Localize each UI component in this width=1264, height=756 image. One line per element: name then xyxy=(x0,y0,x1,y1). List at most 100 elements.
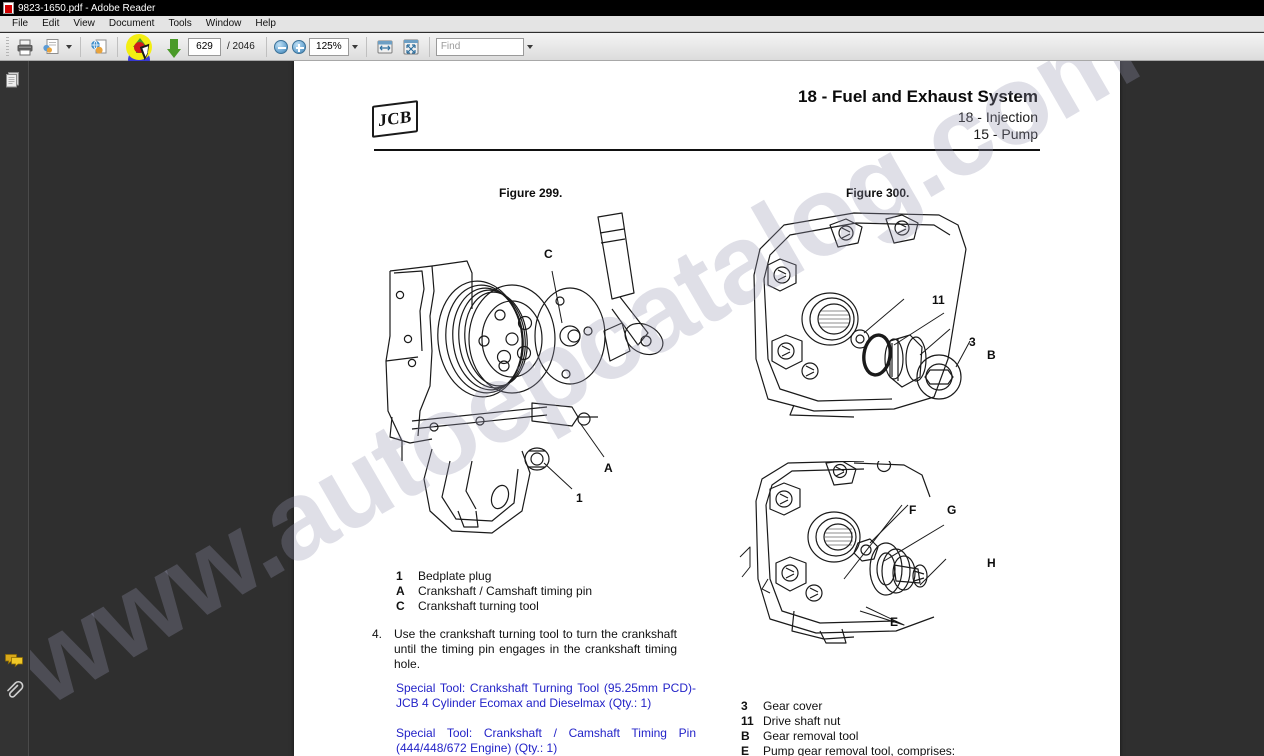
attachments-panel-button[interactable] xyxy=(4,680,24,700)
legend-text: Crankshaft turning tool xyxy=(418,599,539,613)
zoom-out-circle-icon xyxy=(273,39,288,54)
email-dropdown-caret-icon[interactable] xyxy=(66,44,72,49)
zoom-level-input[interactable]: 125% xyxy=(308,37,349,56)
legend-key: E xyxy=(741,744,750,756)
legend-row: 11 Drive shaft nut xyxy=(741,714,1071,729)
green-down-arrow-icon xyxy=(167,48,181,58)
menu-item-document[interactable]: Document xyxy=(108,18,155,29)
toolbar-separator-3 xyxy=(265,36,267,57)
printer-icon xyxy=(17,39,33,55)
legend-row: A Crankshaft / Camshaft timing pin xyxy=(396,584,696,599)
page-title: 18 - Fuel and Exhaust System xyxy=(798,87,1038,106)
fit-page-icon xyxy=(403,39,419,54)
menu-item-window[interactable]: Window xyxy=(205,18,242,29)
legend-key: C xyxy=(396,599,405,613)
toolbar: 629 / 2046 125% xyxy=(0,33,1264,71)
menu-item-edit[interactable]: Edit xyxy=(42,18,60,29)
figure-300-callout-E: E xyxy=(890,615,899,629)
web-document-button[interactable] xyxy=(87,35,111,59)
window-title: 9823-1650.pdf - Adobe Reader xyxy=(18,2,156,14)
email-document-icon xyxy=(43,38,59,54)
legend-row: E Pump gear removal tool, comprises: xyxy=(741,744,1071,756)
pdf-icon xyxy=(3,2,14,14)
step-text: Use the crankshaft turning tool to turn … xyxy=(394,627,677,671)
legend-row: 3 Gear cover xyxy=(741,699,1071,714)
figure-300-callout-B: B xyxy=(987,348,996,362)
zoom-in-circle-icon xyxy=(291,39,306,54)
toolbar-separator-1 xyxy=(80,36,81,57)
previous-page-button[interactable] xyxy=(124,33,160,71)
figure-300-callout-G: G xyxy=(947,503,957,517)
find-dropdown-caret-icon[interactable] xyxy=(526,44,533,49)
menu-bar: File Edit View Document Tools Window Hel… xyxy=(0,16,1264,32)
menu-item-view[interactable]: View xyxy=(73,18,95,29)
figure-299-callout-C: C xyxy=(544,247,553,261)
fit-width-button[interactable] xyxy=(373,35,397,59)
figure-caption-299: Figure 299. xyxy=(499,186,563,200)
legend-key: B xyxy=(741,729,750,743)
step-number: 4. xyxy=(372,627,383,641)
figure-300-callout-3: 3 xyxy=(969,335,976,349)
legend-text: Bedplate plug xyxy=(418,569,492,583)
print-button[interactable] xyxy=(13,35,37,59)
figure-300-callout-F: F xyxy=(909,503,917,517)
pages-panel-button[interactable] xyxy=(4,70,24,90)
comments-panel-button[interactable] xyxy=(4,650,24,670)
pdf-page: JCB 18 - Fuel and Exhaust System 18 - In… xyxy=(294,61,1120,756)
procedure-step-4: 4. Use the crankshaft turning tool to tu… xyxy=(372,627,677,672)
fit-page-button[interactable] xyxy=(399,35,423,59)
zoom-dropdown-caret-icon[interactable] xyxy=(351,44,358,49)
toolbar-separator-5 xyxy=(428,36,430,57)
green-down-arrow-stem xyxy=(170,38,178,50)
title-bar: 9823-1650.pdf - Adobe Reader xyxy=(0,0,1264,16)
pages-thumbnail-icon xyxy=(6,72,19,88)
find-input[interactable]: Find xyxy=(435,37,524,56)
special-tool-link-1[interactable]: Special Tool: Crankshaft Turning Tool (9… xyxy=(396,681,696,710)
page-subtitle-1: 18 - Injection xyxy=(957,109,1038,125)
legend-right: 3 Gear cover 11 Drive shaft nut B Gear r… xyxy=(741,699,1071,756)
menu-item-file[interactable]: File xyxy=(12,18,29,29)
paperclip-attachment-icon xyxy=(7,680,24,698)
figure-300-lower-diagram xyxy=(734,461,1034,651)
figure-300-callout-H: H xyxy=(987,556,996,570)
document-view[interactable]: JCB 18 - Fuel and Exhaust System 18 - In… xyxy=(30,61,1264,756)
legend-row: C Crankshaft turning tool xyxy=(396,599,696,614)
legend-row: B Gear removal tool xyxy=(741,729,1071,744)
toolbar-separator-4 xyxy=(365,36,367,57)
menu-item-help[interactable]: Help xyxy=(255,18,276,29)
figure-300-callout-11: 11 xyxy=(932,293,945,307)
toolbar-separator-2 xyxy=(117,36,118,57)
menu-item-tools[interactable]: Tools xyxy=(168,18,192,29)
toolbar-grip[interactable] xyxy=(6,36,9,57)
legend-key: 1 xyxy=(396,569,403,583)
navigation-pane xyxy=(0,61,29,756)
page-number-input[interactable]: 629 xyxy=(188,37,221,56)
figure-caption-300: Figure 300. xyxy=(846,186,910,200)
zoom-in-button[interactable] xyxy=(291,35,307,59)
jcb-logo: JCB xyxy=(372,100,418,138)
legend-row: 1 Bedplate plug xyxy=(396,569,696,584)
legend-text: Drive shaft nut xyxy=(763,714,841,728)
fit-width-icon xyxy=(377,40,393,53)
page-total-label: / 2046 xyxy=(227,41,255,52)
jcb-logo-text: JCB xyxy=(378,106,412,131)
comments-icon xyxy=(5,654,23,668)
legend-key: 11 xyxy=(741,714,754,728)
legend-left: 1 Bedplate plug A Crankshaft / Camshaft … xyxy=(396,569,696,614)
legend-key: 3 xyxy=(741,699,748,713)
page-subtitle-2: 15 - Pump xyxy=(973,126,1038,142)
figure-299-diagram xyxy=(372,211,692,561)
figure-299-callout-1: 1 xyxy=(576,491,583,505)
special-tool-link-2[interactable]: Special Tool: Crankshaft / Camshaft Timi… xyxy=(396,726,696,755)
legend-text: Gear cover xyxy=(763,699,823,713)
figure-300-upper-diagram xyxy=(734,209,1034,419)
web-document-icon xyxy=(91,39,107,54)
header-divider xyxy=(374,149,1040,151)
figure-299-callout-A: A xyxy=(604,461,613,475)
legend-text: Crankshaft / Camshaft timing pin xyxy=(418,584,593,598)
zoom-out-button[interactable] xyxy=(273,35,289,59)
legend-text: Gear removal tool xyxy=(763,729,859,743)
next-page-button[interactable] xyxy=(162,35,186,59)
email-document-button[interactable] xyxy=(39,35,63,59)
